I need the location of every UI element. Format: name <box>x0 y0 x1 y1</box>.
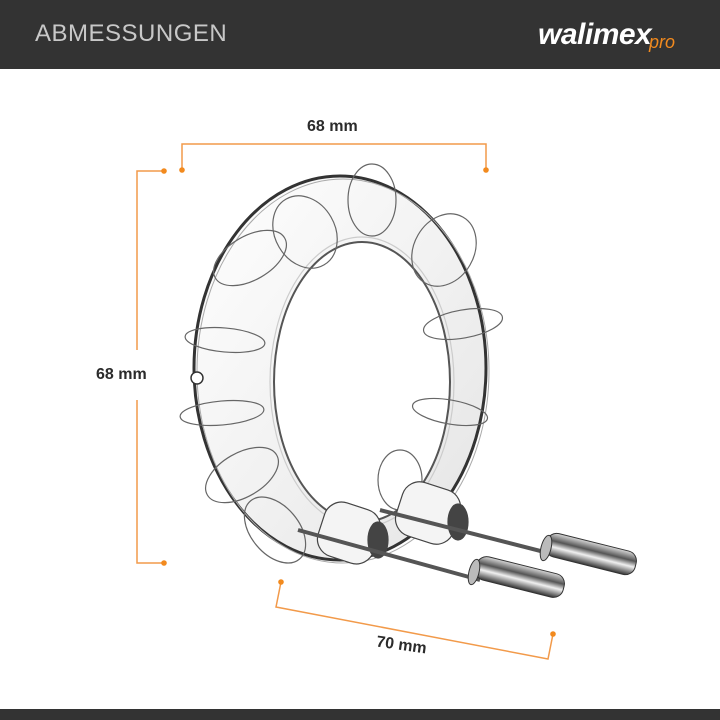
width-dimension-line <box>181 143 487 170</box>
width-marker-left <box>179 167 185 173</box>
flash-tube-illustration <box>179 163 637 598</box>
height-label: 68 mm <box>96 366 147 383</box>
depth-dimension-line <box>275 581 554 660</box>
height-marker-top <box>161 168 167 174</box>
depth-marker-left <box>278 579 284 585</box>
height-marker-bottom <box>161 560 167 566</box>
width-marker-right <box>483 167 489 173</box>
brand-suffix: pro <box>649 32 676 52</box>
width-label: 68 mm <box>307 118 358 135</box>
footer-bar <box>0 709 720 720</box>
brand-name: walimex <box>538 18 652 51</box>
header-bar: ABMESSUNGEN walimex pro <box>0 0 720 69</box>
height-dimension-line <box>136 170 164 564</box>
page-title: ABMESSUNGEN <box>35 20 228 47</box>
depth-marker-right <box>550 631 556 637</box>
